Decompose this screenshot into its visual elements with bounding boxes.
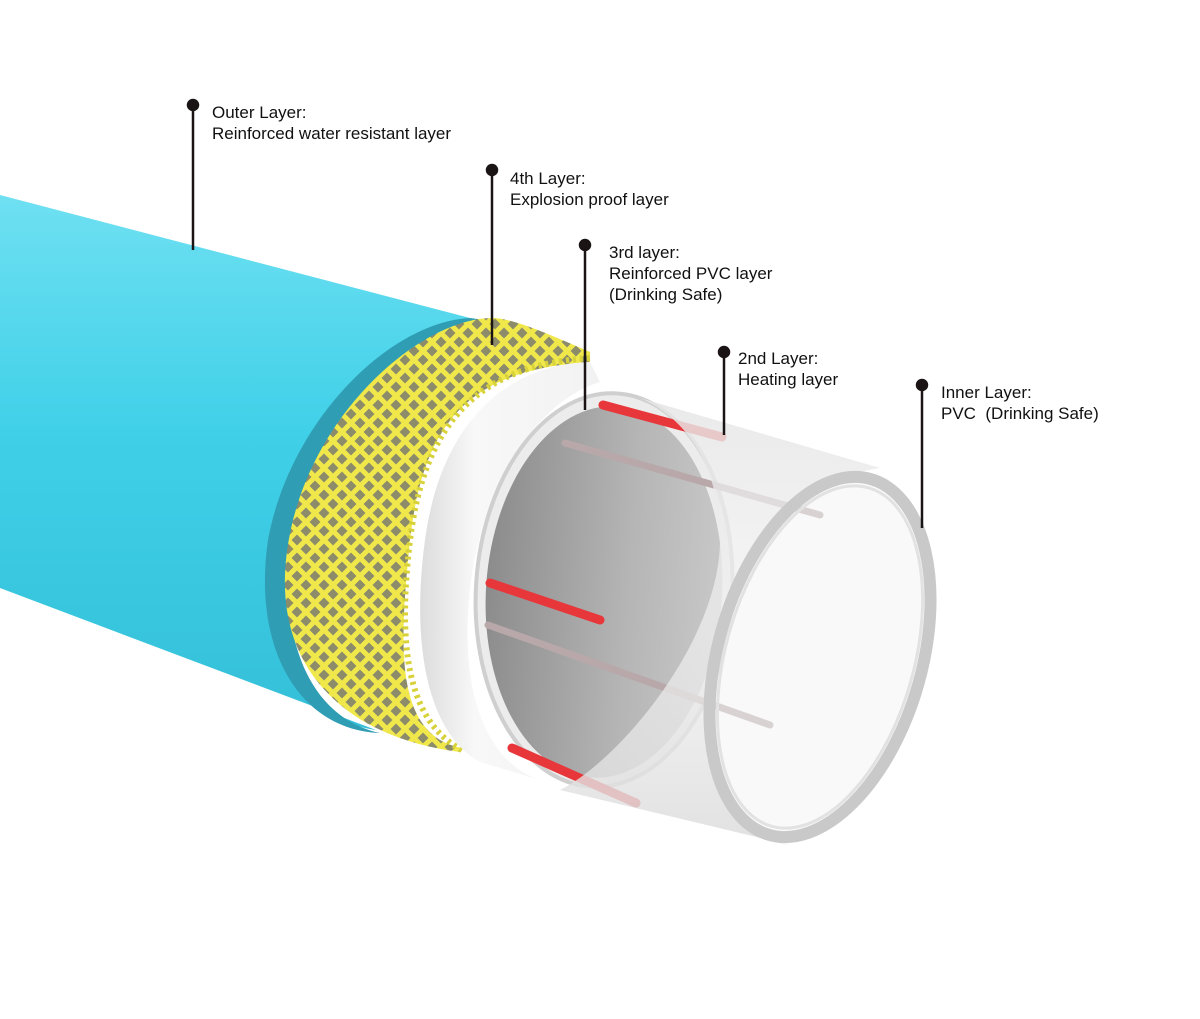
inner-pvc-opening-highlight <box>715 484 925 830</box>
mesh-edge <box>402 355 591 753</box>
outer-layer-rim <box>264 318 500 733</box>
outer-layer-label: Outer Layer: Reinforced water resistant … <box>212 102 451 144</box>
fourth-layer-label: 4th Layer: Explosion proof layer <box>510 168 669 210</box>
outer-layer-title: Outer Layer: <box>212 103 307 122</box>
inner-pvc-opening <box>703 470 937 844</box>
outer-layer-desc: Reinforced water resistant layer <box>212 124 452 143</box>
outer-layer-body <box>0 195 470 730</box>
second-layer-title: 2nd Layer: <box>738 349 819 368</box>
second-layer-label: 2nd Layer: Heating layer <box>738 348 838 390</box>
reinforced-pvc-layer <box>420 362 600 780</box>
second-layer-desc: Heating layer <box>738 370 839 389</box>
third-layer-desc: Reinforced PVC layer <box>609 264 773 283</box>
inner-layer-desc: PVC (Drinking Safe) <box>941 404 1099 423</box>
inner-layer-title: Inner Layer: <box>941 383 1032 402</box>
third-layer-label: 3rd layer: Reinforced PVC layer (Drinkin… <box>609 242 772 305</box>
leader-lines <box>186 98 929 528</box>
third-layer-note: (Drinking Safe) <box>609 285 723 304</box>
fourth-layer-desc: Explosion proof layer <box>510 190 669 209</box>
inner-layer-label: Inner Layer: PVC (Drinking Safe) <box>941 382 1099 424</box>
third-layer-title: 3rd layer: <box>609 243 680 262</box>
fourth-layer-title: 4th Layer: <box>510 169 586 188</box>
